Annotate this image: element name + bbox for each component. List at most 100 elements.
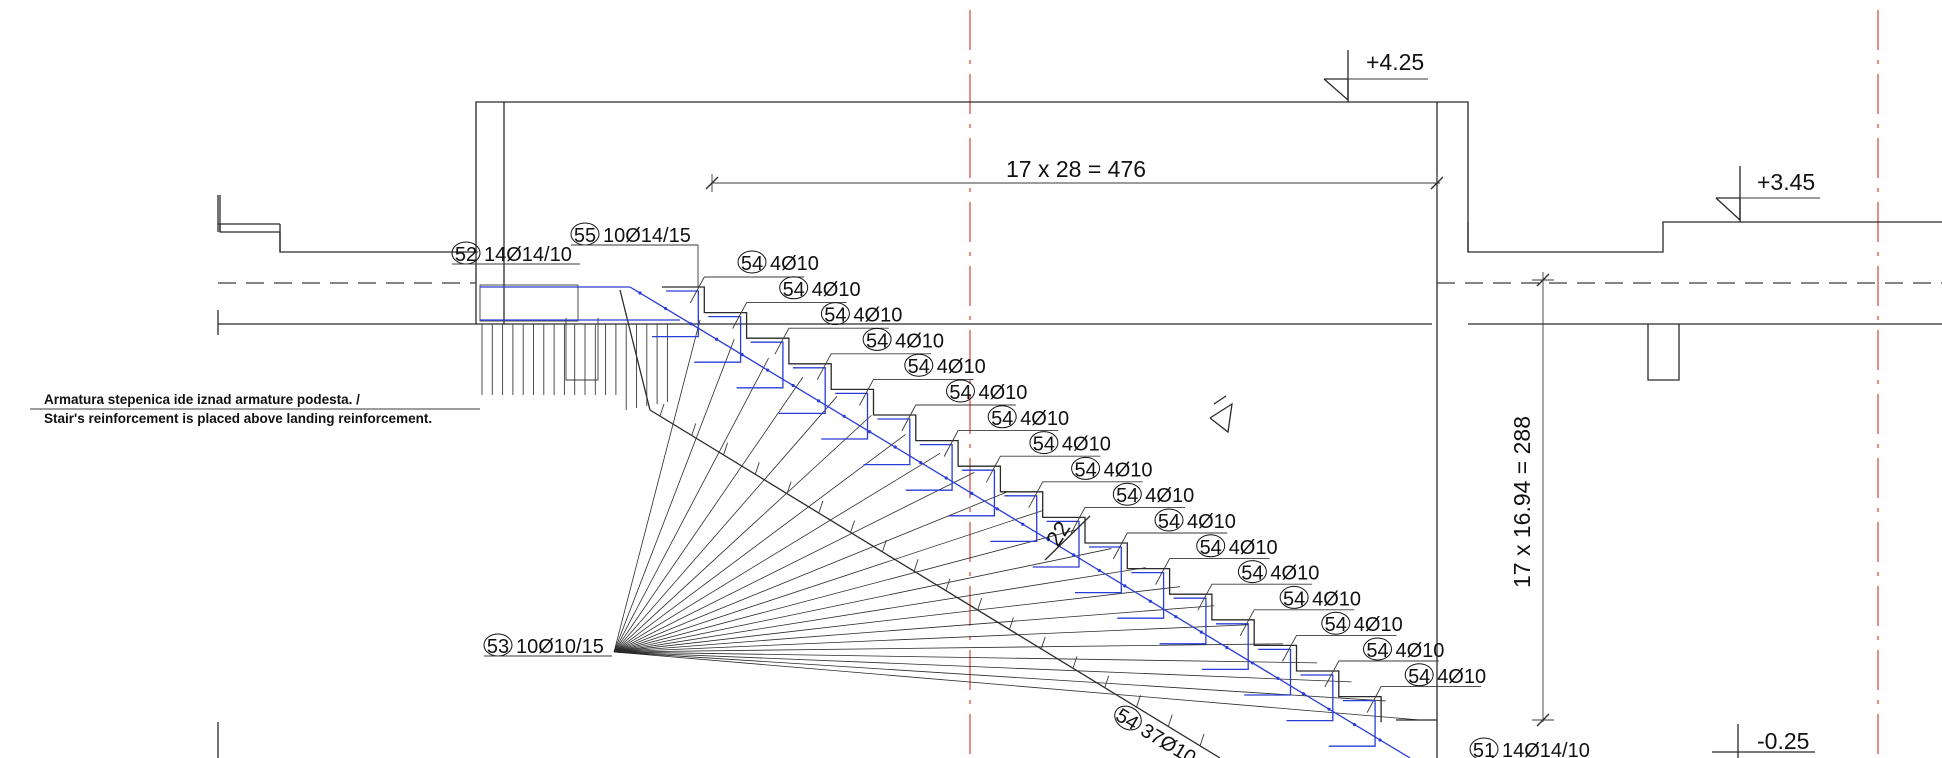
dashed-lines (218, 282, 1942, 758)
rebar-dot (842, 414, 846, 418)
step-leader (1239, 609, 1355, 637)
step-label-mark: 54 (783, 279, 805, 301)
rebar-dot (1327, 707, 1331, 711)
step-leader (774, 327, 889, 355)
rebar-dot (944, 476, 948, 480)
stair-steps (629, 286, 1411, 758)
rebar-dot (1148, 599, 1152, 603)
step-label-mark: 54 (866, 330, 888, 352)
rebar-dot (919, 460, 923, 465)
underside-tick (786, 481, 792, 494)
step-label-text: 4Ø10 (812, 279, 861, 301)
stair-slab-underside (649, 409, 1221, 758)
step-label-mark: 54 (1158, 511, 1180, 533)
rebar-bend-detail (565, 318, 599, 381)
step-label-text: 4Ø10 (937, 356, 986, 378)
step-leader (1324, 660, 1439, 688)
step-label-bubble (862, 327, 892, 351)
step-leader (943, 430, 1059, 457)
rebar-dot (714, 337, 719, 341)
bar-54-long-text: 37Ø10 (1137, 720, 1200, 758)
fan-bar (613, 472, 975, 653)
fan-bar (613, 319, 701, 653)
step-label-text: 4Ø10 (770, 253, 819, 275)
bar-53-mark: 53 (487, 636, 509, 658)
step-label-bubble (1112, 482, 1142, 506)
level-landing-triangle (1715, 197, 1741, 222)
underside-tick (850, 520, 856, 533)
step-rebar-54 (948, 469, 996, 517)
rebar-dot (1174, 615, 1178, 619)
step-rebar-54 (1032, 520, 1080, 568)
step-label-text: 4Ø10 (895, 330, 944, 352)
bar-51-mark: 51 (1473, 740, 1495, 758)
fan-bar (613, 395, 838, 653)
step-label-mark: 54 (1116, 485, 1138, 507)
step-label-bubble (820, 302, 850, 326)
step-label-mark: 54 (949, 382, 971, 404)
rebar-dot (817, 399, 821, 403)
dim-horizontal-text: 17 x 28 = 476 (1006, 156, 1146, 182)
fan-bar (613, 357, 769, 653)
landing-top-rebar (479, 284, 680, 381)
step-leader (986, 455, 1101, 483)
fan-bar (613, 651, 1318, 664)
step-label-bubble (1363, 637, 1392, 661)
bar-52-mark: 52 (455, 244, 477, 266)
rebar-dot (1276, 676, 1280, 680)
fan-bars-53 (613, 319, 1421, 721)
underside-tick (1040, 636, 1046, 650)
step-label-text: 4Ø10 (1229, 537, 1278, 559)
rebar-dot (791, 383, 795, 388)
step-label-text: 4Ø10 (1104, 459, 1153, 481)
underside-tick (691, 423, 697, 436)
underside-tick (913, 559, 919, 572)
step-label-text: 4Ø10 (1020, 408, 1069, 430)
step-leader (1028, 481, 1143, 509)
step-leader (1366, 686, 1482, 713)
bar-55-mark: 55 (574, 225, 596, 247)
step-label-text: 4Ø10 (1270, 563, 1319, 585)
bar-52-text: 14Ø14/10 (484, 244, 572, 266)
step-label-mark: 54 (1033, 434, 1055, 456)
rebar-dot (1301, 692, 1306, 696)
underside-tick (881, 539, 887, 553)
step-rebar-54 (1244, 648, 1292, 696)
bar-54-long-mark: 54 (1112, 705, 1142, 735)
step-label-bubble (987, 405, 1017, 429)
level-landing-text: +3.45 (1757, 169, 1815, 195)
bar-55-leader (571, 244, 699, 287)
step-label-bubble (1196, 534, 1226, 558)
fan-bar (613, 452, 941, 653)
step-label-mark: 54 (741, 253, 763, 275)
dim-slash-bottom (1536, 713, 1550, 727)
slab-under-bend (619, 289, 651, 411)
rebar-dot (893, 445, 897, 449)
fan-bar (613, 567, 1146, 653)
stair-profile (662, 286, 1382, 723)
step-leader (859, 378, 974, 406)
level-top-text: +4.25 (1366, 49, 1424, 75)
level-marker-top: +4.25 (1323, 49, 1428, 102)
level-bottom-text: -0.25 (1757, 728, 1809, 754)
horizontal-dimension: 17 x 28 = 476 (705, 156, 1444, 192)
step-label-mark: 54 (1366, 640, 1388, 662)
step-label-mark: 54 (1283, 588, 1305, 610)
fan-bar (613, 433, 906, 653)
rebar-dot (1097, 568, 1101, 573)
step-rebar-54 (1286, 674, 1334, 722)
step-label-bubble (1029, 431, 1059, 455)
step-rebar-54 (1201, 623, 1249, 671)
note-line-2: Stair's reinforcement is placed above la… (44, 411, 432, 426)
rebar-dot (995, 507, 999, 511)
vertical-dimension: 17 x 16.94 = 288 (1509, 272, 1554, 727)
step-label-text: 4Ø10 (1437, 666, 1486, 688)
step-label-text: 4Ø10 (979, 382, 1028, 404)
bar-label-52: 52 14Ø14/10 (451, 241, 580, 266)
fan-bar (613, 529, 1078, 653)
bar-55-text: 10Ø14/15 (603, 225, 691, 247)
section-arrow (1209, 402, 1233, 434)
step-leader (1197, 583, 1312, 611)
step-label-bubble (1321, 611, 1351, 635)
